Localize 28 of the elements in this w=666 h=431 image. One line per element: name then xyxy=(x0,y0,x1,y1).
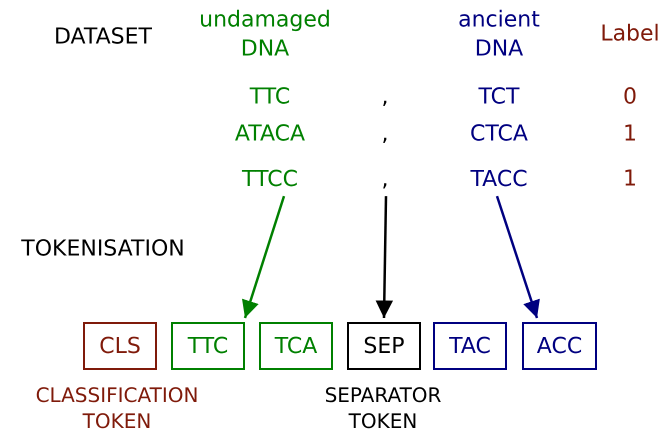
sequence-text: TACC xyxy=(470,168,528,192)
separator-comma: , xyxy=(382,84,388,112)
arrow xyxy=(376,196,394,318)
token-caption: CLASSIFICATION TOKEN xyxy=(34,382,200,431)
token-caption: SEPARATOR TOKEN xyxy=(324,382,442,431)
sequence-text: CTCA xyxy=(470,120,528,149)
token-box: CLS xyxy=(83,322,157,370)
title-text: DATASET xyxy=(54,24,152,52)
sequence-text: TTCC xyxy=(242,168,298,192)
sequence-text: TTC xyxy=(250,84,290,112)
token-box: TTC xyxy=(171,322,245,370)
arrow xyxy=(496,196,540,318)
sequence-text: TCT xyxy=(478,84,520,112)
arrow xyxy=(242,196,286,318)
column-header: ancient DNA xyxy=(457,6,541,63)
label-value: 1 xyxy=(623,166,637,194)
token-box: SEP xyxy=(347,322,421,370)
sequence-text: ATACA xyxy=(234,120,306,149)
token-box: TAC xyxy=(433,322,507,370)
column-header: Label xyxy=(600,20,660,49)
token-box: ACC xyxy=(522,322,597,370)
label-value: 0 xyxy=(623,84,637,112)
column-header: undamaged DNA xyxy=(198,6,332,63)
separator-comma: , xyxy=(382,168,388,192)
title-text: TOKENISATION xyxy=(21,236,185,264)
separator-comma: , xyxy=(382,120,388,149)
token-box: TCA xyxy=(259,322,333,370)
label-value: 1 xyxy=(623,120,637,149)
